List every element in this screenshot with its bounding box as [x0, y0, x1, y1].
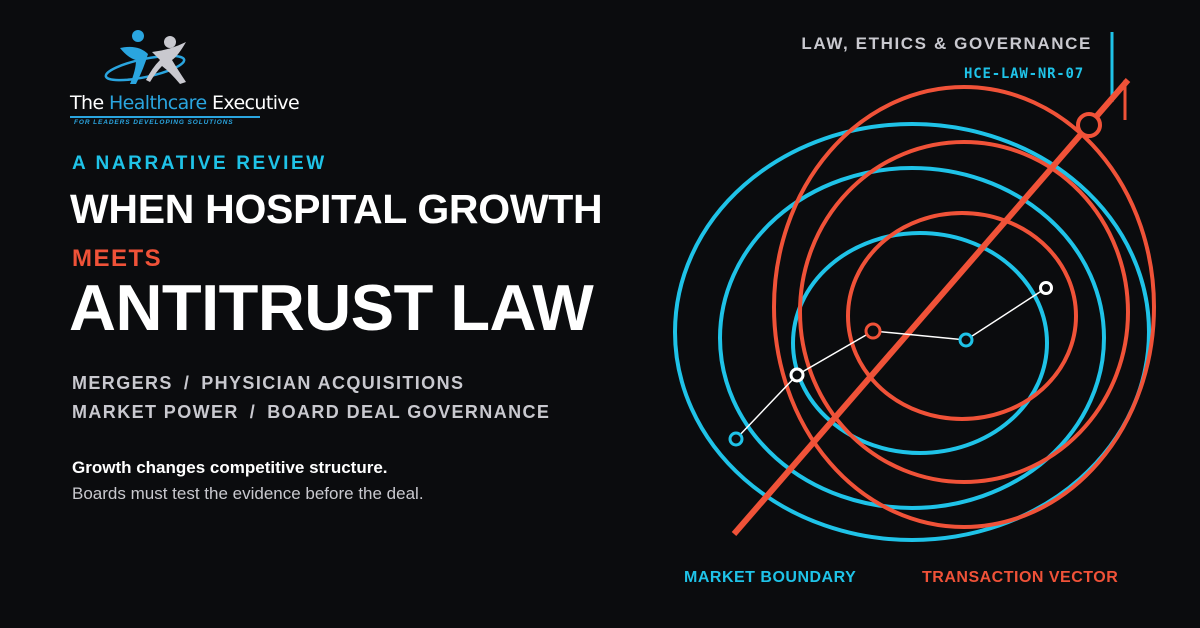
- topic-item: BOARD DEAL GOVERNANCE: [267, 402, 551, 422]
- headline-line1: WHEN HOSPITAL GROWTH: [70, 186, 603, 232]
- transaction-ring-middle: [798, 140, 1130, 484]
- brand-tagline: FOR LEADERS DEVELOPING SOLUTIONS: [74, 119, 234, 126]
- topic-separator: /: [249, 402, 257, 422]
- transaction-rings: [772, 85, 1156, 529]
- category-label: LAW, ETHICS & GOVERNANCE: [801, 34, 1092, 53]
- topic-item: MERGERS: [72, 373, 173, 393]
- trend-node: [1039, 281, 1053, 295]
- brand-logo: The Healthcare Executive FOR LEADERS DEV…: [70, 26, 300, 130]
- trend-node: [958, 332, 974, 348]
- transaction-ring-outer: [772, 85, 1156, 529]
- topic-item: MARKET POWER: [72, 402, 239, 422]
- transaction-ring-inner: [846, 211, 1078, 421]
- headline-connector: MEETS: [72, 245, 163, 272]
- market-ring-outer: [673, 122, 1151, 542]
- topic-list: MERGERS / PHYSICIAN ACQUISITIONS MARKET PO…: [72, 369, 550, 427]
- legend-transaction-vector: TRANSACTION VECTOR: [922, 569, 1119, 586]
- trend-node: [789, 367, 805, 383]
- article-code: HCE-LAW-NR-07: [964, 66, 1084, 82]
- market-ring-middle: [718, 166, 1106, 510]
- summary-lead: Growth changes competitive structure.: [72, 458, 388, 477]
- people-logo-icon: [104, 30, 186, 84]
- transaction-vector-line: [731, 78, 1131, 536]
- trend-node: [728, 431, 744, 447]
- topic-item: PHYSICIAN ACQUISITIONS: [201, 373, 465, 393]
- brand-name: The Healthcare Executive: [70, 92, 300, 114]
- summary-sub: Boards must test the evidence before the…: [72, 484, 424, 503]
- topic-row: MERGERS / PHYSICIAN ACQUISITIONS: [72, 369, 550, 398]
- headline-line2: ANTITRUST LAW: [69, 271, 594, 344]
- market-boundary-rings: [673, 122, 1151, 542]
- topic-separator: /: [183, 373, 191, 393]
- kicker: A NARRATIVE REVIEW: [72, 153, 327, 174]
- trend-node: [864, 322, 882, 340]
- growth-trend-line: [735, 287, 1047, 440]
- topic-row: MARKET POWER / BOARD DEAL GOVERNANCE: [72, 398, 550, 427]
- market-ring-inner: [791, 231, 1049, 455]
- transaction-target-node: [1076, 112, 1102, 138]
- brand-divider: [70, 116, 260, 118]
- legend-market-boundary: MARKET BOUNDARY: [684, 569, 857, 586]
